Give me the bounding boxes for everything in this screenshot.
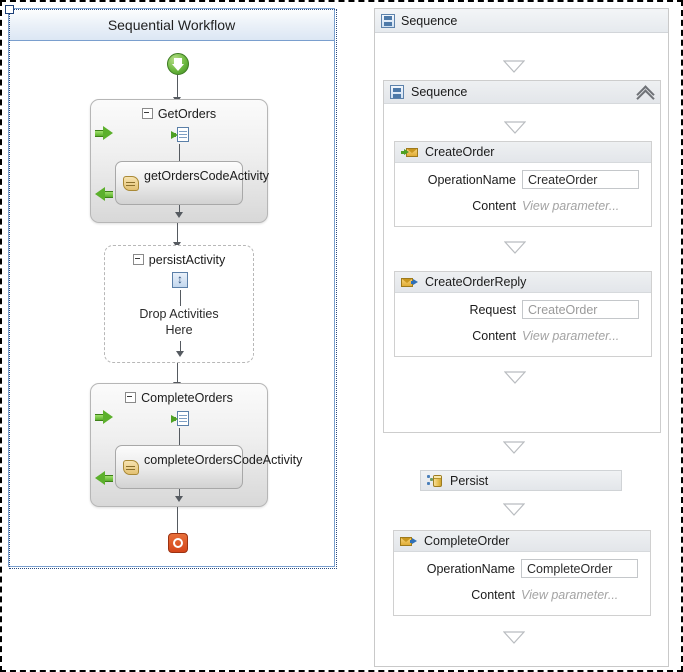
drop-target-triangle-icon[interactable] xyxy=(503,441,525,454)
prop-input-operationname[interactable]: CreateOrder xyxy=(522,170,639,189)
drop-target-triangle-icon[interactable] xyxy=(503,631,525,644)
sequence-icon xyxy=(381,13,395,28)
drop-target-triangle-icon[interactable] xyxy=(503,503,525,516)
sequence-icon xyxy=(390,85,404,99)
green-arrow-right-icon xyxy=(95,126,113,141)
workflow-title: Sequential Workflow xyxy=(9,9,334,41)
connector-line xyxy=(180,341,181,355)
send-message-icon xyxy=(401,276,418,288)
connector-line xyxy=(179,144,180,162)
code-activity-icon xyxy=(123,176,139,191)
activity-persistactivity-title: persistActivity xyxy=(105,253,253,267)
activity-persist-title: Persist xyxy=(450,473,489,488)
sequence-inner-box[interactable]: Sequence CreateOrder Ope xyxy=(383,80,661,433)
connector-arrow-icon xyxy=(175,496,183,502)
activity-completeorders-title: CompleteOrders xyxy=(91,391,267,405)
send-message-icon xyxy=(400,535,417,547)
activity-getorderscodeactivity-label: getOrdersCodeActivity xyxy=(144,169,270,183)
chevron-double-up-icon[interactable] xyxy=(636,85,655,108)
receive-arrow-head xyxy=(171,415,178,423)
sequence-outer-header[interactable]: Sequence xyxy=(375,9,668,33)
sequence-outer-body[interactable]: Sequence CreateOrder Ope xyxy=(375,33,668,666)
drop-hint-line1: Drop Activities xyxy=(139,307,219,321)
connector-line xyxy=(177,75,178,99)
receive-message-icon xyxy=(401,146,418,158)
connector-line xyxy=(177,363,178,385)
activity-persist[interactable]: Persist xyxy=(420,470,622,491)
receive-page-shape xyxy=(177,127,189,142)
activity-createorder-title: CreateOrder xyxy=(425,145,495,159)
sequence-inner-header[interactable]: Sequence xyxy=(384,81,660,108)
prop-value-content[interactable]: View parameter... xyxy=(522,198,620,213)
activity-completeorder-title: CompleteOrder xyxy=(424,534,510,548)
green-arrow-right-icon xyxy=(95,410,113,425)
prop-label-operationname: OperationName xyxy=(426,561,515,576)
green-arrow-left-icon xyxy=(95,471,113,486)
prop-input-operationname[interactable]: CompleteOrder xyxy=(521,559,638,578)
activity-completeorders[interactable]: CompleteOrders comp xyxy=(90,383,303,507)
prop-label-operationname: OperationName xyxy=(427,172,516,187)
prop-label-content: Content xyxy=(472,328,516,343)
activity-createorderreply-header[interactable]: CreateOrderReply xyxy=(395,272,651,293)
drop-target-triangle-icon[interactable] xyxy=(504,371,526,384)
workflow-canvas[interactable]: GetOrders xyxy=(9,42,334,566)
sequential-workflow-panel: Sequential Workflow GetOrders xyxy=(8,8,335,567)
prop-row-operationname: OperationName CompleteOrder xyxy=(394,558,650,579)
connector-line xyxy=(179,205,180,215)
prop-label-request: Request xyxy=(469,302,516,317)
wf-designer-panel: Sequence Sequence xyxy=(374,8,669,667)
connector-line xyxy=(179,428,180,446)
prop-label-content: Content xyxy=(472,198,516,213)
collapse-minus-icon[interactable] xyxy=(132,254,144,266)
prop-row-request: Request CreateOrder xyxy=(395,299,651,320)
activity-createorderreply-title: CreateOrderReply xyxy=(425,275,527,289)
code-activity-icon xyxy=(123,460,139,475)
activity-completeorder-header[interactable]: CompleteOrder xyxy=(394,531,650,552)
prop-value-content[interactable]: View parameter... xyxy=(521,587,619,602)
drop-target-triangle-icon[interactable] xyxy=(503,60,525,73)
start-green-arrow-icon[interactable] xyxy=(167,53,189,75)
connector-line xyxy=(180,290,181,306)
green-arrow-left-icon xyxy=(95,187,113,202)
activity-createorder[interactable]: CreateOrder OperationName CreateOrder Co… xyxy=(394,141,652,227)
connector-line xyxy=(179,489,180,499)
connector-line xyxy=(177,507,178,539)
connector-arrow-icon xyxy=(175,212,183,218)
receive-arrow-head xyxy=(171,131,178,139)
sequence-outer-label: Sequence xyxy=(401,13,458,28)
prop-label-content: Content xyxy=(471,587,515,602)
prop-row-operationname: OperationName CreateOrder xyxy=(395,169,651,190)
drop-hint-line2: Here xyxy=(165,323,193,337)
receive-page-shape xyxy=(177,411,189,426)
activity-persistactivity[interactable]: persistActivity Drop Activities Here xyxy=(104,245,254,363)
persist-icon xyxy=(427,474,443,488)
activity-completeorderscodeactivity-label: completeOrdersCodeActivity xyxy=(144,453,303,467)
prop-value-content[interactable]: View parameter... xyxy=(522,328,620,343)
collapse-minus-icon[interactable] xyxy=(141,108,153,120)
activity-getorders[interactable]: GetOrders xyxy=(90,99,270,223)
activity-getorderscodeactivity[interactable]: getOrdersCodeActivity xyxy=(115,161,270,205)
collapse-minus-icon[interactable] xyxy=(125,392,137,404)
drop-target-triangle-icon[interactable] xyxy=(504,241,526,254)
activity-createorder-header[interactable]: CreateOrder xyxy=(395,142,651,163)
prop-row-content: Content View parameter... xyxy=(394,584,650,605)
prop-input-request[interactable]: CreateOrder xyxy=(522,300,639,319)
activity-completeorderscodeactivity[interactable]: completeOrdersCodeActivity xyxy=(115,445,303,489)
sequence-inner-label: Sequence xyxy=(411,85,468,99)
prop-row-content: Content View parameter... xyxy=(395,195,651,216)
prop-row-content: Content View parameter... xyxy=(395,325,651,346)
receive-activity-icon xyxy=(171,127,189,143)
selection-handle[interactable] xyxy=(5,5,14,14)
activity-completeorder[interactable]: CompleteOrder OperationName CompleteOrde… xyxy=(393,530,651,616)
drop-target-triangle-icon[interactable] xyxy=(504,121,526,134)
persist-activity-icon xyxy=(172,271,188,288)
activity-createorderreply[interactable]: CreateOrderReply Request CreateOrder Con… xyxy=(394,271,652,357)
receive-activity-icon xyxy=(171,411,189,427)
connector-arrow-icon xyxy=(176,351,184,357)
activity-getorders-title: GetOrders xyxy=(91,107,267,121)
connector-line xyxy=(177,223,178,245)
stop-red-circle-icon[interactable] xyxy=(168,533,188,553)
